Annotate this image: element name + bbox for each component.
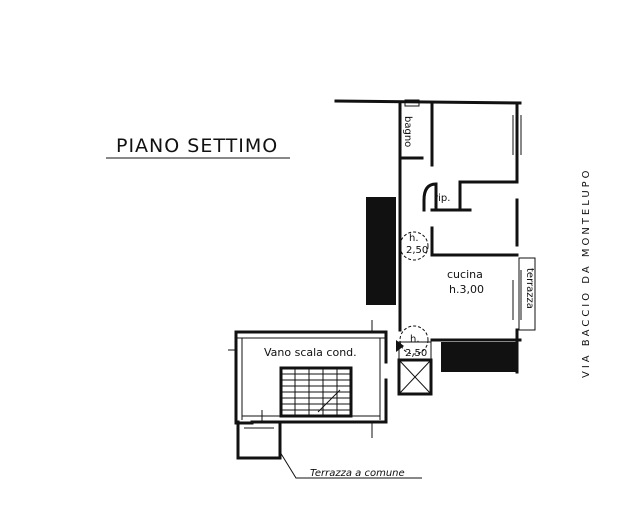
terrazza-comune-walls — [236, 420, 282, 460]
terrazza-side — [518, 257, 536, 331]
stairwell-ticks — [228, 320, 373, 438]
top-boundary-wall — [334, 99, 522, 105]
upper-h-value: 2,50 — [406, 245, 428, 256]
bagno-label: bagno — [402, 116, 413, 147]
lower-h-value: 2,50 — [405, 348, 427, 359]
height-circle-lower — [399, 325, 429, 355]
elevator-shaft — [397, 341, 433, 396]
black-block-bottom — [441, 342, 517, 372]
cucina-height-label: h.3,00 — [449, 283, 484, 296]
rip-arch — [422, 182, 438, 212]
floor-title: PIANO SETTIMO — [116, 135, 278, 157]
street-label: VIA BACCIO DA MONTELUPO — [581, 167, 592, 378]
entry-arrow — [396, 340, 404, 352]
vano-scala-label: Vano scala cond. — [264, 346, 357, 359]
upper-h-label: h. — [409, 233, 419, 244]
bagno-window — [404, 99, 420, 107]
height-circle-upper — [399, 231, 429, 261]
right-windows — [512, 115, 522, 320]
stairwell-walls — [234, 330, 388, 425]
stairs — [279, 366, 353, 418]
terrazza-label: terrazza — [524, 268, 535, 309]
terrazza-comune-label: Terrazza a comune — [310, 468, 405, 479]
black-block-left — [366, 197, 396, 305]
apartment-walls — [398, 101, 522, 374]
rip-label: rip. — [434, 193, 450, 204]
terrazza-leader — [279, 451, 422, 479]
lower-h-label: h. — [410, 334, 420, 345]
cucina-label: cucina — [447, 268, 483, 281]
